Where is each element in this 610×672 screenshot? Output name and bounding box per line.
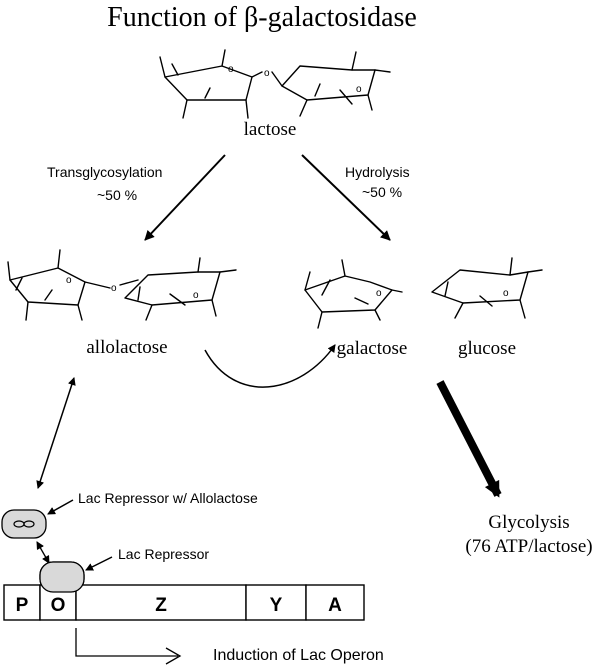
operon-lacz-box xyxy=(75,584,247,621)
transglycosylation-arrow xyxy=(144,154,226,241)
transcription-arrow-head xyxy=(165,647,182,665)
transcription-start-arrow xyxy=(75,628,178,657)
hydrolysis-yield: ~50 % xyxy=(362,184,402,200)
induction-label: Induction of Lac Operon xyxy=(213,647,384,664)
operon-lacy-box xyxy=(245,584,307,621)
operon-gene-y: Y xyxy=(270,595,283,616)
allolactose-structure: o o o xyxy=(7,249,237,321)
lactose-glucose-ring: o xyxy=(281,51,391,117)
ring-oxygen-label: o xyxy=(193,290,199,301)
allolactose-binding-arrow xyxy=(36,377,76,489)
repressor-label: Lac Repressor xyxy=(118,546,209,562)
lac-repressor-with-allolactose xyxy=(1,509,47,539)
ring-oxygen-label: o xyxy=(503,288,509,299)
operon-gene-a: A xyxy=(328,595,342,616)
ring-oxygen-label: o xyxy=(66,275,72,286)
repressor-exchange-arrow xyxy=(36,541,50,564)
allolactose-label: allolactose xyxy=(86,337,167,358)
hydrolysis-arrow xyxy=(301,154,391,241)
allolactose-ring-2: o xyxy=(124,257,237,321)
allolactose-ring-1: o xyxy=(7,249,86,321)
repressor-bound-pointer xyxy=(47,499,74,515)
transglycosylation-yield: ~50 % xyxy=(97,187,137,203)
ring-oxygen-label: o xyxy=(356,84,362,95)
repressor-bound-label: Lac Repressor w/ Allolactose xyxy=(78,490,258,506)
glucose-structure: o xyxy=(431,257,543,319)
ring-oxygen-label: o xyxy=(376,288,382,299)
transglycosylation-label: Transglycosylation xyxy=(47,164,162,180)
bridge-oxygen-label: o xyxy=(264,68,270,79)
allolactose-bond xyxy=(84,279,139,289)
repressor-pointer xyxy=(85,556,113,571)
glucose-label: glucose xyxy=(458,338,516,359)
glycolysis-atp-label: (76 ATP/lactose) xyxy=(465,536,592,557)
bridge-oxygen-label: o xyxy=(111,283,117,294)
lactose-label: lactose xyxy=(244,119,297,140)
lac-repressor-overlay xyxy=(39,561,85,593)
galactose-structure: o xyxy=(304,259,403,329)
operon-laca-box xyxy=(305,584,365,621)
hydrolysis-label: Hydrolysis xyxy=(345,164,410,180)
glycosidic-bond xyxy=(251,71,283,87)
glycolysis-arrow xyxy=(436,380,502,498)
diagram-title: Function of β-galactosidase xyxy=(107,2,417,33)
glycolysis-label: Glycolysis xyxy=(488,512,569,533)
operon-gene-p: P xyxy=(16,595,29,616)
allolactose-to-galactose-arrow xyxy=(204,344,336,388)
lactose-structure: o o o xyxy=(159,49,391,119)
operon-gene-z: Z xyxy=(155,595,167,616)
operon-gene-o: O xyxy=(51,595,66,616)
galactose-label: galactose xyxy=(337,338,408,359)
ring-oxygen-label: o xyxy=(228,64,234,75)
lactose-galactose-ring: o xyxy=(159,49,253,119)
